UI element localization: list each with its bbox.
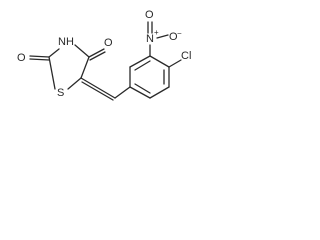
atom-chlorine: Cl bbox=[181, 50, 191, 62]
atom-oxygen-left: O bbox=[17, 52, 26, 64]
atom-oxygen-right: O bbox=[104, 37, 113, 49]
atom-oxygen-nitro-right: O bbox=[169, 31, 178, 43]
atom-nitrogen-nh: NH bbox=[58, 36, 74, 48]
bond-nitro-o-right bbox=[156, 34, 169, 39]
atom-nitrogen-nitro: N bbox=[146, 33, 154, 45]
atom-labels: O NH O S N + O O − Cl bbox=[17, 9, 191, 99]
atom-oxygen-nitro-top: O bbox=[145, 9, 154, 21]
bond-ar3-ar4 bbox=[149, 55, 170, 68]
nitro-nitrogen-charge: + bbox=[154, 28, 159, 37]
benzene-ring bbox=[114, 55, 170, 99]
bond-c2-n3 bbox=[48, 48, 60, 58]
bond-c5-s1 bbox=[67, 77, 82, 90]
bond-ar2-ar3 bbox=[129, 55, 151, 68]
bond-ar6-ar1 bbox=[129, 86, 151, 99]
bond-c2-o-double-a bbox=[29, 55, 50, 58]
carbonyl-bonds bbox=[29, 48, 106, 61]
bond-ar5-ar6 bbox=[149, 86, 170, 99]
methylidene-bond bbox=[80, 77, 116, 101]
bond-aromatic-inner-1 bbox=[134, 60, 151, 71]
bond-n3-c4 bbox=[74, 44, 90, 58]
bond-s1-c2 bbox=[48, 56, 56, 90]
substituent-bonds bbox=[147, 21, 182, 68]
bond-c5-ch-a bbox=[80, 77, 116, 99]
atom-sulfur: S bbox=[57, 87, 64, 99]
bond-ch-ar1 bbox=[114, 86, 131, 99]
nitro-oxygen-charge: − bbox=[177, 29, 182, 38]
bond-aromatic-inner-3 bbox=[134, 83, 151, 94]
bond-c5-ch-b bbox=[81, 81, 114, 101]
chemical-structure: O NH O S N + O O − Cl bbox=[17, 9, 191, 101]
bond-ar4-cl bbox=[168, 59, 182, 68]
bond-c2-o-double-b bbox=[29, 58, 50, 61]
thiazolidinedione-ring bbox=[48, 44, 90, 90]
bond-c4-o-double-a bbox=[88, 48, 105, 58]
bond-c4-o-double-b bbox=[89, 51, 106, 61]
bond-c4-c5 bbox=[80, 56, 90, 79]
